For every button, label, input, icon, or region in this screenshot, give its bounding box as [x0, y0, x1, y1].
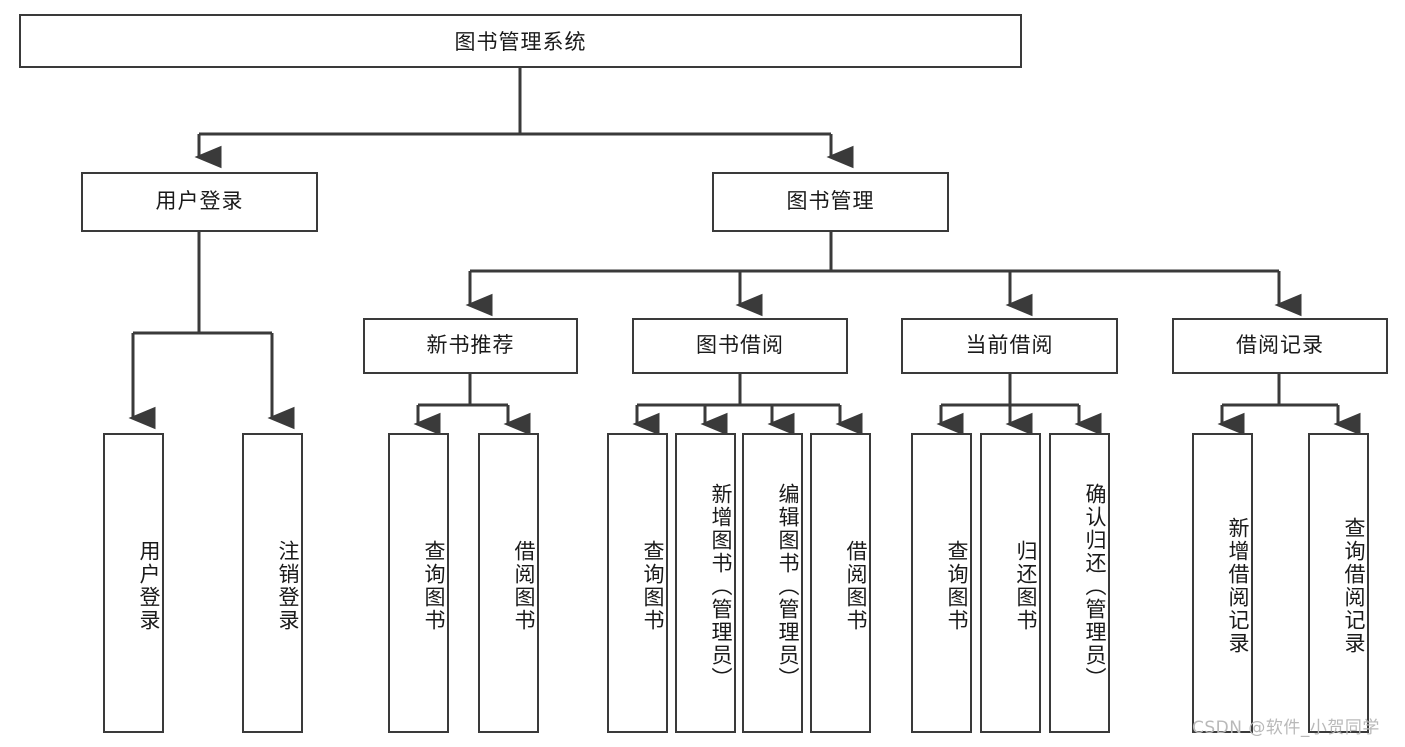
node-label: 查询图书: [422, 540, 446, 632]
leaf-recommend-query-book[interactable]: 查询图书: [388, 433, 449, 733]
node-label: 新书推荐: [426, 333, 515, 358]
node-label: 图书管理系统: [454, 30, 587, 54]
node-label: 查询借阅记录: [1342, 517, 1366, 655]
leaf-record-query-record[interactable]: 查询借阅记录: [1308, 433, 1369, 733]
node-label: 用户登录: [155, 189, 244, 214]
node-label: 确认归还（管理员）: [1083, 482, 1107, 690]
leaf-record-add-record[interactable]: 新增借阅记录: [1192, 433, 1253, 733]
node-label: 查询图书: [641, 540, 665, 632]
node-label: 借阅图书: [844, 540, 868, 632]
leaf-borrow-edit-book-admin[interactable]: 编辑图书（管理员）: [742, 433, 803, 733]
leaf-current-confirm-return-admin[interactable]: 确认归还（管理员）: [1049, 433, 1110, 733]
node-new-book-recommend[interactable]: 新书推荐: [363, 318, 578, 374]
node-label: 借阅图书: [512, 540, 536, 632]
csdn-watermark: CSDN @软件_小贺同学: [1192, 718, 1380, 738]
node-label: 图书管理: [786, 189, 875, 214]
leaf-recommend-borrow-book[interactable]: 借阅图书: [478, 433, 539, 733]
node-user-login[interactable]: 用户登录: [81, 172, 318, 232]
leaf-current-query-book[interactable]: 查询图书: [911, 433, 972, 733]
node-current-borrow[interactable]: 当前借阅: [901, 318, 1118, 374]
node-label: 借阅记录: [1236, 333, 1324, 358]
leaf-current-return-book[interactable]: 归还图书: [980, 433, 1041, 733]
leaf-user-login-logout[interactable]: 注销登录: [242, 433, 303, 733]
leaf-borrow-query-book[interactable]: 查询图书: [607, 433, 668, 733]
leaf-user-login-login[interactable]: 用户登录: [103, 433, 164, 733]
node-book-management[interactable]: 图书管理: [712, 172, 949, 232]
node-label: 新增图书（管理员）: [709, 482, 733, 690]
node-label: 用户登录: [137, 540, 161, 632]
leaf-borrow-add-book-admin[interactable]: 新增图书（管理员）: [675, 433, 736, 733]
node-book-borrow[interactable]: 图书借阅: [632, 318, 848, 374]
node-borrow-record[interactable]: 借阅记录: [1172, 318, 1388, 374]
node-label: 查询图书: [945, 540, 969, 632]
node-root-system[interactable]: 图书管理系统: [19, 14, 1022, 68]
node-label: 注销登录: [276, 540, 300, 632]
node-label: 编辑图书（管理员）: [776, 482, 800, 690]
node-label: 当前借阅: [965, 333, 1054, 358]
node-label: 归还图书: [1014, 540, 1038, 632]
node-label: 图书借阅: [696, 333, 784, 358]
leaf-borrow-borrow-book[interactable]: 借阅图书: [810, 433, 871, 733]
node-label: 新增借阅记录: [1226, 517, 1250, 655]
